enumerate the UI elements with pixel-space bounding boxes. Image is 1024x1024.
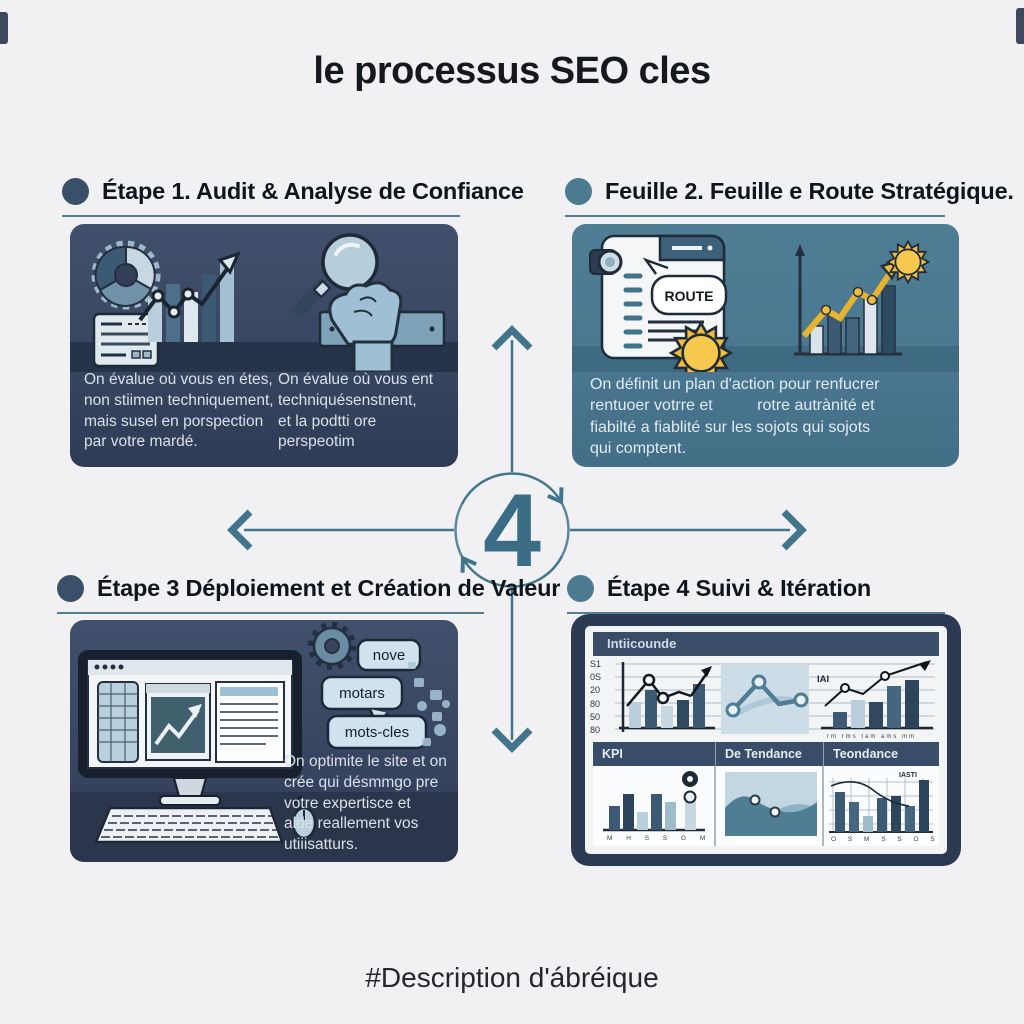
chart-right-ticks: rm rms tam ams mm [827, 734, 916, 740]
step1-panel: On évalue où vous en étes, non stiimen t… [70, 224, 458, 467]
step4-bullet-icon [567, 575, 594, 602]
step3-panel: nove motars mots-cles On optimite le sit… [70, 620, 458, 862]
edge-artifact-left [0, 12, 8, 44]
step1-text-right: On évalue où vous ent techniquésenstnent… [278, 371, 434, 451]
trend-line-panel [721, 664, 809, 734]
page-title: le processus SEO cles [313, 50, 711, 92]
footer-caption: #Description d'ábréique [365, 962, 659, 993]
step3-header: Étape 3 Déploiement et Création de Valeu… [57, 575, 560, 614]
right-chevron-icon [781, 509, 807, 551]
down-chevron-icon [491, 727, 533, 753]
step3-bullet-icon [57, 575, 84, 602]
left-chevron-icon [227, 509, 253, 551]
step2-illustration: ROUTE [572, 234, 959, 385]
dashboard-bottom-charts: M H S S G M [593, 766, 939, 846]
step2-bullet-icon [565, 178, 592, 205]
step4-dashboard-tablet: Intiicounde S1 0S 20 80 50 80 [571, 614, 961, 866]
scattered-bits [408, 662, 450, 746]
kpi-bar-chart-cell: M H S S G M [603, 771, 711, 842]
spiral-binding [623, 273, 643, 349]
step4-heading: Étape 4 Suivi & Itération [607, 575, 872, 601]
keyboard-icon [94, 806, 284, 844]
dashboard-y-axis-labels: S1 0S 20 80 50 80 [590, 659, 602, 736]
up-chevron-icon [491, 325, 533, 351]
step3-text: On optimite le site et on crée qui désmm… [284, 753, 447, 854]
trend-bar-chart-cell: IASTI O S M S S O S [829, 772, 939, 843]
cell1-ticks: M H S S G M [607, 835, 711, 842]
desktop-computer-icon [78, 650, 302, 806]
step2-heading: Feuille 2. Feuille e Route Stratégique. [605, 178, 1014, 204]
magnifier-and-hand-icon [291, 233, 446, 374]
cell3-label: IASTI [899, 772, 917, 779]
mouse-icon [291, 796, 317, 840]
kpi-mini-bar-chart [619, 662, 715, 732]
step2-header: Feuille 2. Feuille e Route Stratégique. [565, 178, 1014, 217]
bubble-mots-cles: mots-cles [345, 724, 409, 741]
chart-right-label: IAI [817, 674, 829, 685]
step1-header: Étape 1. Audit & Analyse de Confiance [62, 178, 524, 217]
dashboard-top-charts: IAI rm rms tam ams mm [615, 660, 935, 740]
pie-gear-chart-icon [91, 240, 161, 310]
step3-heading: Étape 3 Déploiement et Création de Valeu… [97, 575, 561, 601]
edge-artifact-right [1016, 8, 1024, 44]
cross-connectors [227, 325, 807, 753]
keyword-bubbles-icon: nove motars mots-cles [320, 638, 450, 750]
step1-bullet-icon [62, 178, 89, 205]
step1-heading: Étape 1. Audit & Analyse de Confiance [102, 178, 524, 204]
cell3-ticks: O S M S S O S [831, 836, 939, 843]
gear-icon [308, 622, 356, 670]
cycle-diagram: 4 [227, 325, 807, 753]
step1-illustration [70, 233, 458, 374]
dashboard-titlebar: Intiicounde [593, 632, 939, 656]
step1-text-left: On évalue où vous en étes, non stiimen t… [84, 371, 274, 451]
step2-panel: ROUTE On définit un plan d'actio [572, 224, 959, 467]
dashboard-table-header: KPI De Tendance Teondance [593, 742, 939, 766]
col-tendance: Teondance [823, 742, 939, 766]
dashboard-screen: Intiicounde S1 0S 20 80 50 80 [585, 626, 947, 854]
route-label: ROUTE [665, 288, 714, 304]
step2-text: On définit un plan d'action pour renfucr… [590, 376, 880, 458]
growth-bar-chart-icon [138, 251, 241, 342]
growth-mini-bar-chart: IAI rm rms tam ams mm [817, 660, 933, 740]
col-de-tendance: De Tendance [715, 742, 823, 766]
center-number: 4 [483, 473, 541, 589]
trend-area-chart-cell [725, 772, 817, 836]
report-document-icon [92, 312, 160, 368]
cycle-circle [454, 472, 570, 588]
step4-header: Étape 4 Suivi & Itération [567, 575, 945, 614]
bubble-nove: nove [373, 647, 406, 664]
step3-illustration: nove motars mots-cles [70, 622, 458, 862]
rising-bar-chart-arrow-icon [794, 244, 905, 356]
bubble-motars: motars [339, 685, 385, 702]
col-kpi: KPI [602, 747, 623, 761]
dashboard-title: Intiicounde [607, 636, 677, 651]
